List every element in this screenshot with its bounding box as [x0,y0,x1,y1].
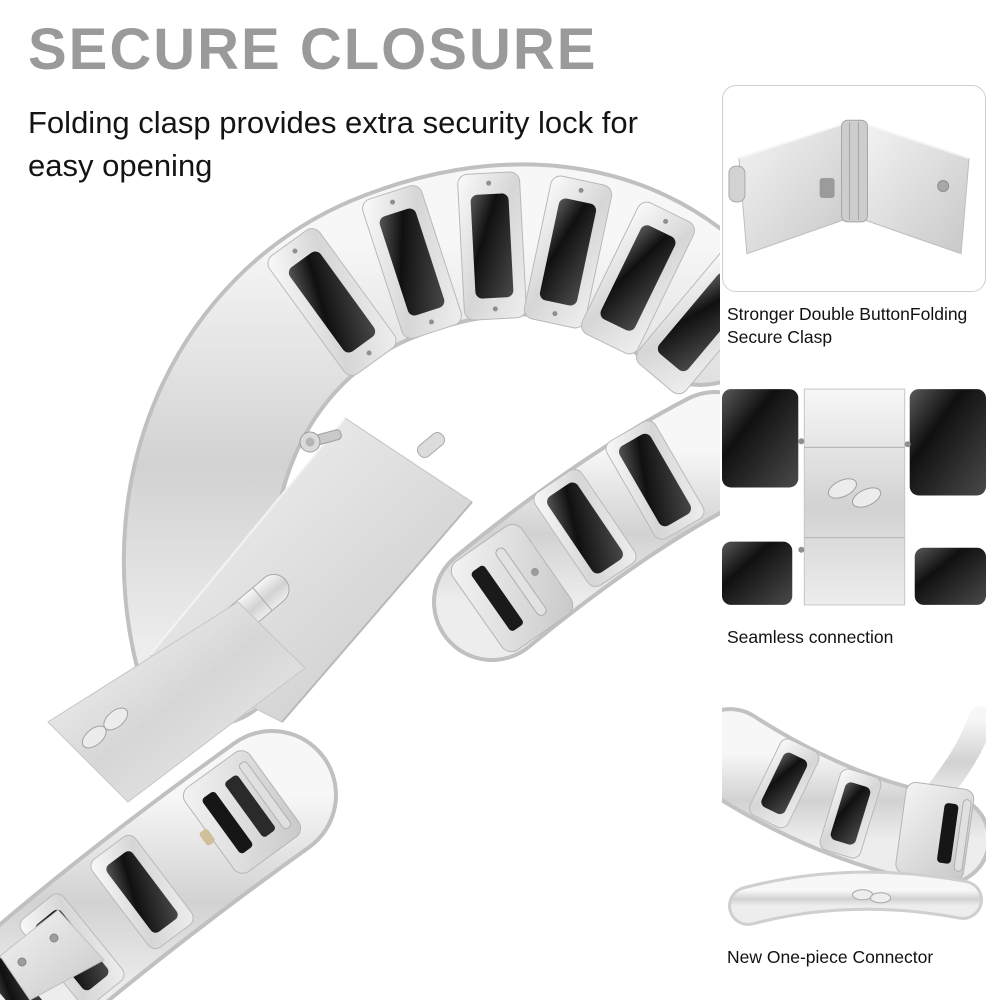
callout-folding-clasp [722,85,986,292]
one-piece-connector-detail-photo [722,706,986,926]
callout-caption-one-piece-connector: New One-piece Connector [727,947,934,967]
watch-band-illustration [0,162,720,1000]
one-piece-connector-photo-frame [722,700,986,928]
folding-clasp-detail-photo [728,119,970,255]
page-title: SECURE CLOSURE [28,17,598,82]
page-subtitle: Folding clasp provides extra security lo… [28,105,638,183]
seamless-connection-detail-photo [722,388,986,606]
callout-caption-seamless-connection: Seamless connection [727,627,894,647]
folding-clasp-photo-frame [722,85,986,292]
main-product-photo [0,150,720,1000]
callout-caption-folding-clasp: Stronger Double ButtonFolding Secure Cla… [727,304,968,348]
callout-one-piece-connector [722,700,986,928]
seamless-connection-photo-frame [722,388,986,606]
callout-seamless-connection [722,388,986,606]
